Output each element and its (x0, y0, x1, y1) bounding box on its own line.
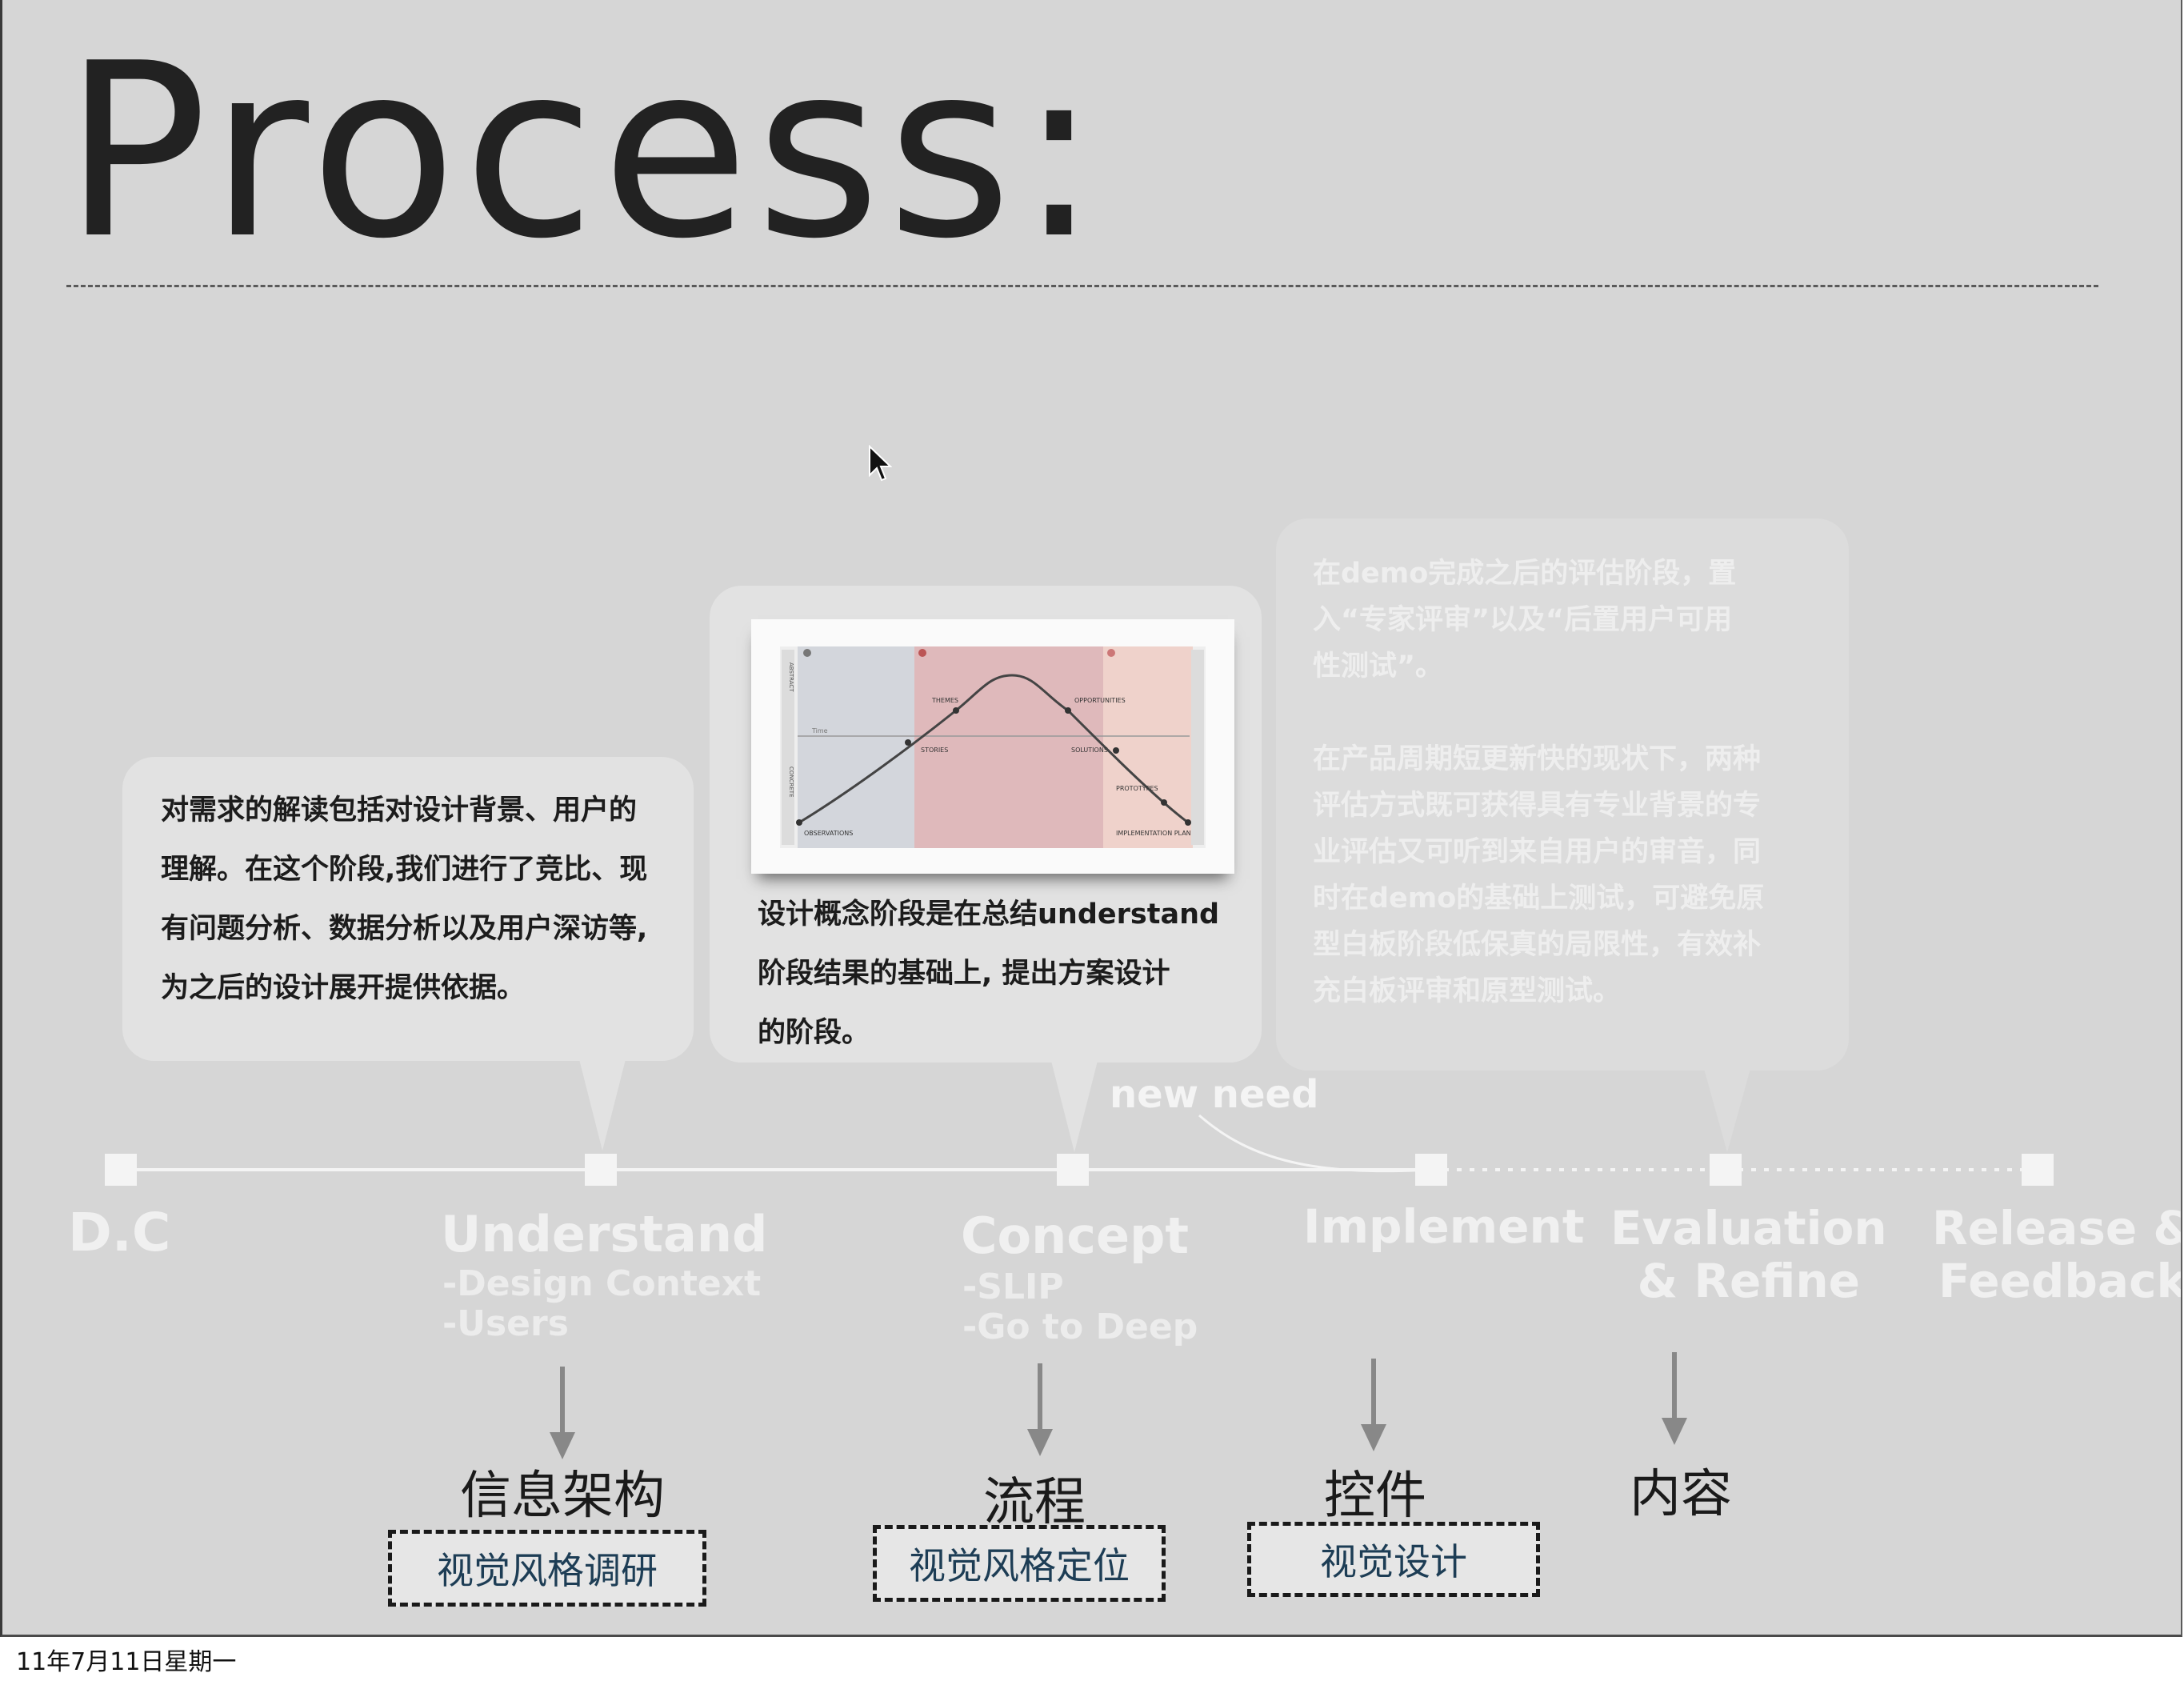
understand-description: 对需求的解读包括对设计背景、用户的 理解。在这个阶段,我们进行了竞比、现 有问题… (161, 794, 648, 1004)
output-label-content: 内容 (1630, 1465, 1732, 1524)
concept-image-label: OPPORTUNITIES (1074, 697, 1126, 704)
concept-image-label: ABSTRACT (788, 662, 794, 692)
concept-image-label: SOLUTIONS (1071, 746, 1108, 754)
node-label-implement: Implement (1303, 1199, 1585, 1254)
concept-image-label: CONCRETE (788, 766, 794, 798)
output-label-flow: 流程 (983, 1473, 1086, 1532)
node-sub-understand-2: -Users (442, 1303, 569, 1344)
date-footer: 11年7月11日星期一 (16, 1648, 237, 1676)
output-box-visual-design: 视觉设计 (1247, 1522, 1540, 1597)
timeline-node-concept (1057, 1154, 1089, 1186)
concept-image-label: PROTOTYPES (1116, 785, 1158, 792)
concept-description: 设计概念阶段是在总结understand 阶段结果的基础上, 提出方案设计 的阶… (758, 899, 1220, 1049)
concept-image-label: OBSERVATIONS (804, 830, 853, 837)
timeline-node-implement (1415, 1154, 1447, 1186)
evaluation-callout (1276, 518, 1849, 1071)
timeline-node-understand (585, 1154, 617, 1186)
node-label-evaluation: Evaluation & Refine (1610, 1201, 1887, 1308)
output-box-visual-style-positioning: 视觉风格定位 (873, 1525, 1166, 1602)
concept-image-label: IMPLEMENTATION PLAN (1116, 830, 1191, 837)
concept-image-label: THEMES (931, 697, 958, 704)
evaluation-callout-tail (1703, 1066, 1751, 1152)
understand-callout (122, 757, 694, 1061)
title-divider (66, 285, 2098, 287)
node-label-understand: Understand (441, 1205, 768, 1263)
concept-image-label: STORIES (921, 746, 948, 754)
concept-process-image: OBSERVATIONS THEMES STORIES OPPORTUNITIE… (751, 619, 1234, 874)
node-label-concept: Concept (961, 1207, 1190, 1265)
new-need-label: new need (1110, 1072, 1319, 1117)
mouse-cursor-icon (869, 445, 892, 482)
node-sub-concept-2: -Go to Deep (962, 1307, 1198, 1347)
output-label-controls: 控件 (1324, 1467, 1426, 1526)
node-sub-understand-1: -Design Context (442, 1263, 762, 1304)
page-title: Process: (63, 12, 1106, 291)
node-label-dc: D.C (68, 1202, 171, 1263)
timeline-node-dc (105, 1154, 137, 1186)
node-sub-concept-1: -SLIP (962, 1267, 1064, 1307)
concept-callout-tail (1050, 1058, 1098, 1152)
timeline-node-evaluation (1710, 1154, 1742, 1186)
evaluation-description: 在demo完成之后的评估阶段，置 入“专家评审”以及“后置用户可用 性测试”。 … (1313, 558, 1765, 1007)
output-box-visual-style-research: 视觉风格调研 (388, 1530, 706, 1607)
slide: Process: 对需求的解读包括对设计背景、用户的 理解。在这个阶段,我们进行… (0, 0, 2182, 1637)
concept-image-label: Time (811, 727, 828, 734)
output-label-information-architecture: 信息架构 (460, 1467, 665, 1526)
node-label-release: Release & Feedback (1932, 1201, 2182, 1308)
timeline-node-release (2022, 1154, 2054, 1186)
understand-callout-tail (578, 1056, 626, 1151)
